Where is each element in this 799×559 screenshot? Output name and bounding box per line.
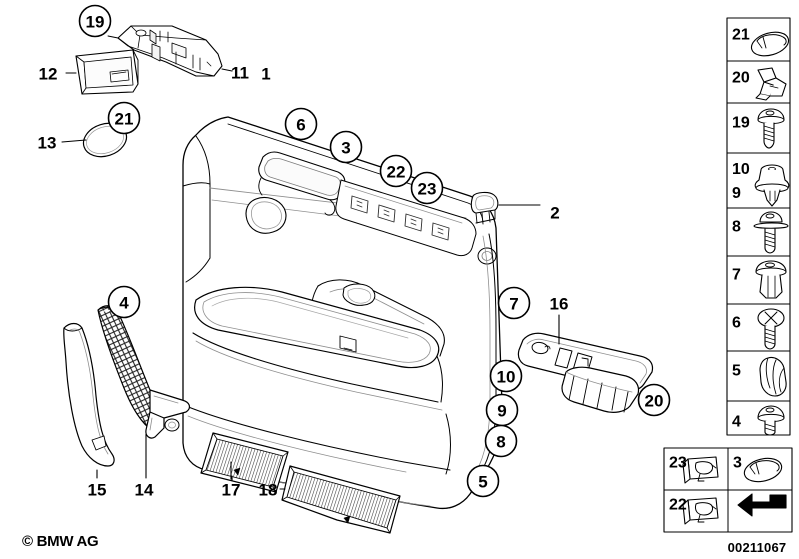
- part-switch-cluster-bezel: [517, 314, 654, 413]
- callout-label: 3: [341, 139, 350, 158]
- index-number-10: 10: [732, 161, 750, 178]
- callout-label: 22: [387, 163, 406, 182]
- callout-bubble: [489, 359, 523, 393]
- index-number-7: 7: [732, 267, 741, 284]
- index-icon-screw-washer-8: [753, 211, 789, 254]
- callout-10: 10: [489, 359, 523, 393]
- index-number-5: 5: [732, 363, 741, 380]
- callout-label: 17: [222, 481, 241, 500]
- callout-label: 8: [496, 433, 505, 452]
- callout-16: 16: [550, 295, 569, 314]
- part-armrest-carrier: [107, 25, 233, 77]
- callout-label: 1: [261, 65, 270, 84]
- callout-label: 9: [497, 402, 506, 421]
- callout-bubble: [497, 286, 531, 320]
- callout-label: 15: [88, 481, 107, 500]
- callout-11: 11: [231, 64, 249, 83]
- index-icon-direction-arrow: [737, 493, 787, 517]
- callout-14: 14: [135, 481, 154, 500]
- index-icon-oval-cap-3: [743, 457, 783, 483]
- part-speaker-grille-small: [200, 432, 289, 493]
- part-speaker-grille-large: [279, 465, 401, 534]
- callout-15: 15: [88, 481, 107, 500]
- callout-17: 17: [222, 481, 241, 500]
- callout-19: 19: [78, 4, 112, 38]
- callout-bubble: [466, 464, 500, 498]
- callout-bubble: [637, 383, 671, 417]
- index-number-22: 22: [669, 497, 687, 514]
- callout-label: 12: [39, 65, 58, 84]
- callout-label: 14: [135, 481, 154, 500]
- callout-label: 13: [38, 134, 57, 153]
- callout-12: 12: [39, 65, 58, 84]
- callout-label: 20: [645, 392, 664, 411]
- callout-7: 7: [497, 286, 531, 320]
- catalog-number: 00211067: [727, 540, 787, 555]
- callout-label: 5: [478, 473, 487, 492]
- callout-23: 23: [410, 171, 444, 205]
- index-number-3: 3: [733, 455, 742, 472]
- index-number-8: 8: [732, 219, 741, 236]
- callout-5: 5: [466, 464, 500, 498]
- callout-label: 6: [296, 116, 305, 135]
- index-icon-push-rivet-7: [755, 260, 787, 299]
- callout-bubble: [284, 107, 318, 141]
- callout-bubble: [379, 154, 413, 188]
- callout-label: 7: [509, 295, 518, 314]
- index-icon-retainer-clip-23: [682, 456, 719, 484]
- callout-3: 3: [329, 130, 363, 164]
- callout-bubble: [329, 130, 363, 164]
- callout-label: 23: [418, 180, 437, 199]
- callout-18: 18: [259, 481, 278, 500]
- callout-bubble: [484, 424, 518, 458]
- callout-label: 21: [115, 110, 134, 129]
- index-icon-screw-pan-19: [757, 108, 785, 149]
- part-door-trim-panel: [164, 116, 503, 510]
- index-number-19: 19: [732, 115, 750, 132]
- callout-label: 16: [550, 295, 569, 314]
- copyright-notice: © BMW AG: [22, 533, 99, 550]
- index-number-23: 23: [669, 455, 687, 472]
- index-icon-screw-cross-6: [757, 308, 785, 350]
- callout-label: 19: [86, 13, 105, 32]
- index-icon-bracket-clip-20: [755, 67, 787, 101]
- callout-13: 13: [38, 134, 57, 153]
- index-icon-retainer-clip-22: [682, 497, 719, 525]
- index-number-20: 20: [732, 69, 750, 86]
- index-number-4: 4: [732, 413, 741, 430]
- part-handle-trim-strip: [63, 322, 115, 479]
- callout-bubble: [78, 4, 112, 38]
- index-icon-screw-domed-4: [757, 405, 785, 436]
- part-switch-cap: [470, 191, 541, 225]
- callout-4: 4: [107, 285, 141, 319]
- callout-label: 18: [259, 481, 278, 500]
- index-icon-rivet-expanding-10-9: [754, 164, 790, 207]
- callout-bubble: [410, 171, 444, 205]
- callout-20: 20: [637, 383, 671, 417]
- index-number-21: 21: [732, 27, 750, 44]
- index-icon-wedge-clip-5: [759, 356, 787, 397]
- callout-bubble: [107, 285, 141, 319]
- callout-label: 2: [550, 204, 559, 223]
- index-icon-oval-cap-21: [750, 31, 790, 57]
- part-trim-cover-insert: [65, 49, 139, 95]
- callout-bubble: [107, 101, 141, 135]
- callout-8: 8: [484, 424, 518, 458]
- index-number-6: 6: [732, 314, 741, 331]
- callout-22: 22: [379, 154, 413, 188]
- index-number-9: 9: [732, 185, 741, 202]
- callout-label: 11: [231, 64, 249, 83]
- callout-label: 10: [497, 368, 516, 387]
- callout-6: 6: [284, 107, 318, 141]
- callout-1: 1: [261, 65, 270, 84]
- callout-label: 4: [119, 294, 129, 313]
- callout-2: 2: [550, 204, 559, 223]
- callout-21: 21: [107, 101, 141, 135]
